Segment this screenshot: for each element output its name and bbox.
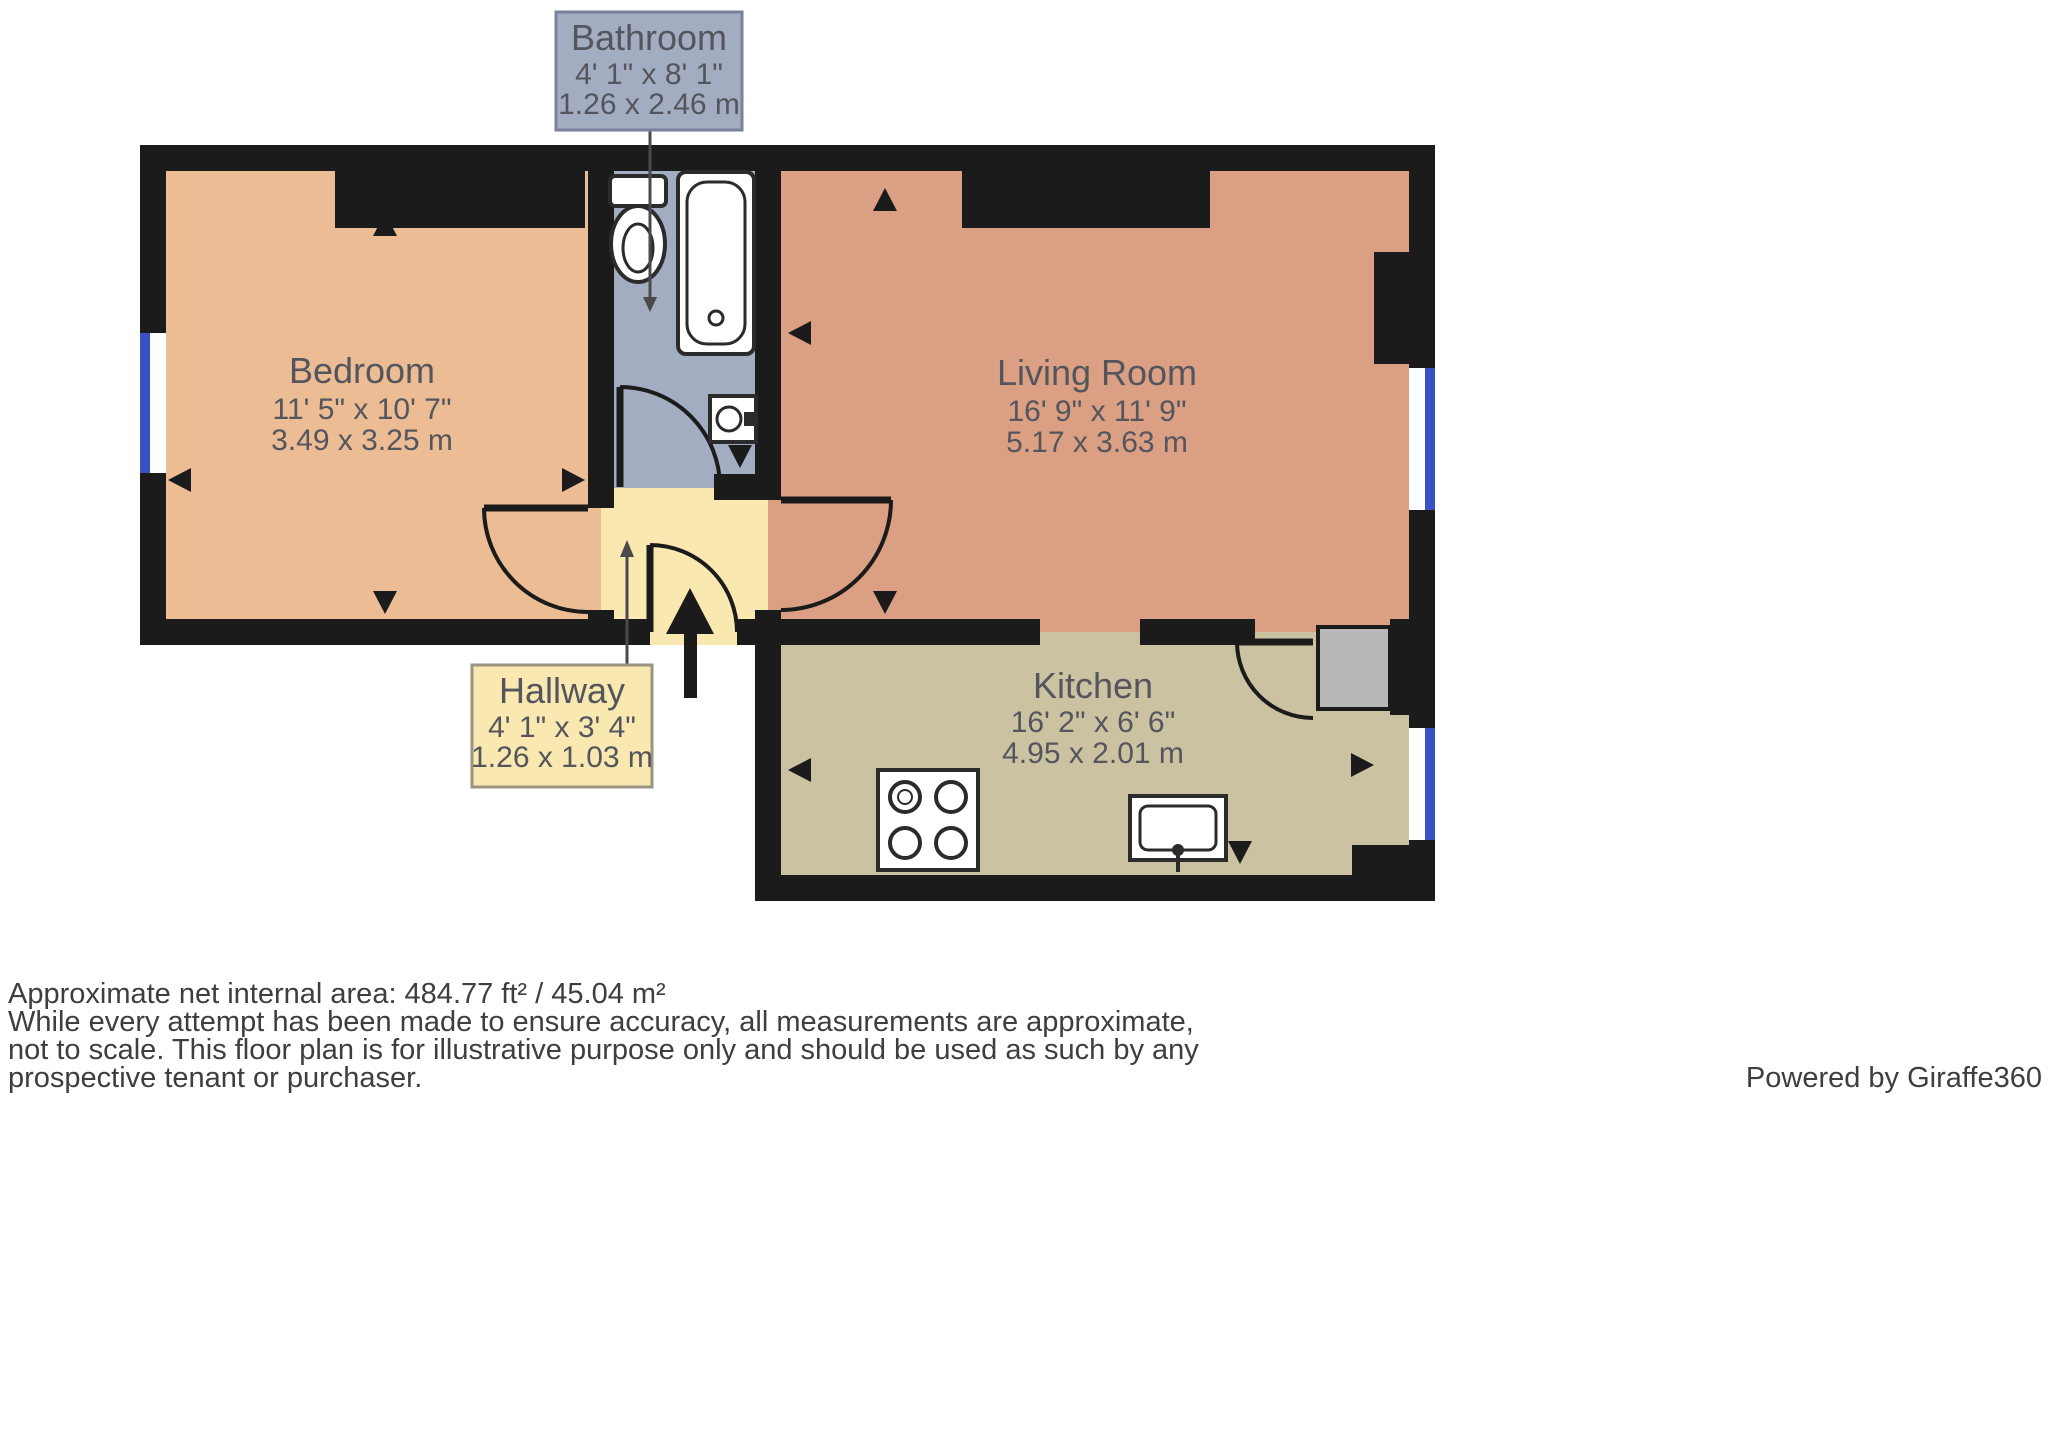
measure-arrow <box>373 213 397 236</box>
wall-bath-living <box>755 145 781 500</box>
disclaimer-line-3: prospective tenant or purchaser. <box>8 1062 423 1094</box>
hallway-callout-box <box>470 663 654 789</box>
measure-arrow <box>562 468 585 492</box>
measure-arrows <box>168 188 1402 864</box>
living-room-dim-imperial: 16' 9" x 11' 9" <box>1008 395 1187 428</box>
kitchen-window <box>1425 728 1435 840</box>
kitchen-dim-metric: 4.95 x 2.01 m <box>1002 737 1184 770</box>
living-room-label: Living Room <box>997 352 1197 393</box>
measure-arrow <box>788 758 811 782</box>
hallway-dim-metric: 1.26 x 1.03 m <box>471 741 653 774</box>
entry-arrow-icon <box>666 588 714 698</box>
entry-arrow-head <box>666 588 714 634</box>
hallway-dim-imperial: 4' 1" x 3' 4" <box>488 711 636 744</box>
wall-kitchen-left <box>755 610 781 901</box>
bathroom-dim-metric: 1.26 x 2.46 m <box>558 88 740 121</box>
kitchen-appliance <box>1316 625 1392 711</box>
measure-arrow <box>1228 841 1252 864</box>
living-room-window <box>1425 368 1435 510</box>
bathroom-leader-arrow <box>643 297 657 312</box>
hallway-callout: Hallway 4' 1" x 3' 4" 1.26 x 1.03 m <box>470 540 654 789</box>
giraffe360-credit: Powered by Giraffe360 <box>1745 1062 2042 1094</box>
windows <box>140 333 1435 840</box>
bedroom-dim-metric: 3.49 x 3.25 m <box>271 424 453 457</box>
bathroom-door-arc <box>619 385 722 488</box>
wall-top <box>140 145 1435 171</box>
wall-living-notch <box>962 171 1210 228</box>
bedroom-label: Bedroom <box>289 350 435 391</box>
wall-appliance-side <box>1390 619 1409 715</box>
disclaimer-line-1: While every attempt has been made to ens… <box>8 1006 1194 1038</box>
living-room-dim-metric: 5.17 x 3.63 m <box>1006 426 1188 459</box>
wall-kitchen-top-1 <box>781 619 1040 645</box>
measure-arrow <box>1351 753 1374 777</box>
bedroom-floor <box>153 158 601 632</box>
bathroom-sink-faucet <box>744 412 756 426</box>
hallway-leader-arrow <box>620 540 634 557</box>
bathtub-drain <box>707 309 725 327</box>
bedroom-dim-imperial: 11' 5" x 10' 7" <box>273 393 452 426</box>
bathroom-callout: Bathroom 4' 1" x 8' 1" 1.26 x 2.46 m <box>554 10 744 312</box>
hallway-label: Hallway <box>499 670 625 711</box>
bathtub-icon <box>676 170 756 356</box>
wall-kitchen-bottom <box>755 875 1435 901</box>
measure-arrow <box>873 188 897 211</box>
kitchen-label: Kitchen <box>1033 665 1153 706</box>
living-room-door-arc <box>780 499 893 612</box>
stove-icon <box>876 768 980 872</box>
stove-burner <box>934 826 968 860</box>
bathroom-callout-box <box>554 10 744 132</box>
bathroom-label: Bathroom <box>571 17 727 58</box>
stove-burner <box>888 780 922 814</box>
bedroom-window <box>140 333 150 473</box>
toilet-bowl-inner <box>621 222 655 274</box>
entry-door-arc <box>649 543 739 633</box>
wall-bedroom-notch <box>335 171 585 228</box>
doors <box>482 385 1314 720</box>
wall-kitchen-corner <box>1352 845 1409 901</box>
entry-arrow-stem <box>684 628 697 698</box>
kitchen-dim-imperial: 16' 2" x 6' 6" <box>1011 706 1176 739</box>
bathroom-sink-icon <box>708 394 758 444</box>
footer: Approximate net internal area: 484.77 ft… <box>8 978 1199 1094</box>
wall-kitchen-top-2 <box>1140 619 1255 645</box>
measure-arrow <box>728 445 752 468</box>
stove-burner <box>934 780 968 814</box>
bathtub-inner <box>685 180 747 346</box>
measure-arrow <box>168 468 191 492</box>
disclaimer-line-2: not to scale. This floor plan is for ill… <box>8 1034 1199 1066</box>
measure-arrow <box>873 591 897 614</box>
measure-arrow <box>788 321 811 345</box>
measure-arrow <box>1379 321 1402 345</box>
kitchen-sink-icon <box>1128 794 1228 872</box>
kitchen-door-arc <box>1235 641 1314 720</box>
bathtub-outer <box>676 170 756 356</box>
stove-burner <box>888 826 922 860</box>
wall-right-notch <box>1374 252 1409 364</box>
wall-bedroom-bottom <box>140 619 650 645</box>
room-labels: Bedroom 11' 5" x 10' 7" 3.49 x 3.25 m Li… <box>271 350 1197 770</box>
bathroom-sink-bowl <box>715 405 743 433</box>
bathroom-dim-imperial: 4' 1" x 8' 1" <box>575 58 723 91</box>
measure-arrow <box>373 591 397 614</box>
wall-bathroom-bottom <box>714 474 781 500</box>
net-area-text: Approximate net internal area: 484.77 ft… <box>8 978 666 1010</box>
wall-bed-bath-stub <box>588 610 614 645</box>
bedroom-door-arc <box>482 507 589 614</box>
toilet-tank <box>608 174 668 208</box>
stove-burner-inner <box>897 789 913 805</box>
toilet-icon <box>608 174 668 284</box>
